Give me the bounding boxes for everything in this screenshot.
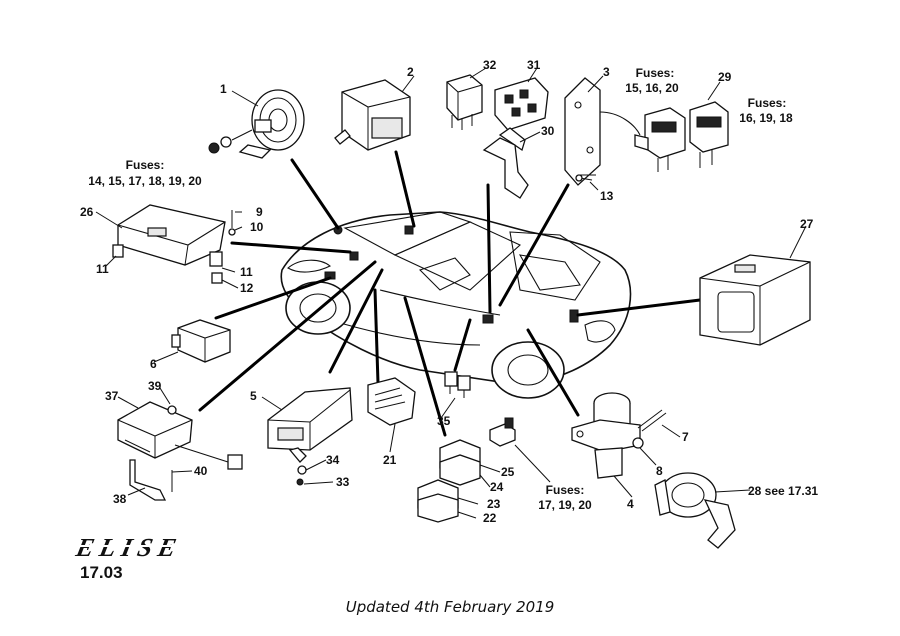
screw-13 xyxy=(575,174,593,182)
callout-35: 35 xyxy=(437,414,451,428)
callout-39: 39 xyxy=(148,379,162,393)
relay-carrier-31 xyxy=(494,77,549,152)
mounting-plate-3 xyxy=(564,77,601,186)
callout-23: 23 xyxy=(487,497,501,511)
callout-37: 37 xyxy=(105,389,119,403)
elise-logo: ELISE xyxy=(73,533,250,562)
fuse-label-d-heading: Fuses: xyxy=(546,483,585,497)
fuse-label-b-heading: Fuses: xyxy=(636,66,675,80)
fuse-label-a-values: 14, 15, 17, 18, 19, 20 xyxy=(88,174,202,188)
callout-32: 32 xyxy=(483,58,497,72)
callout-5: 5 xyxy=(250,389,257,403)
callout-30: 30 xyxy=(541,124,555,138)
connector-block-6 xyxy=(171,319,231,363)
callout-21: 21 xyxy=(383,453,397,467)
horn-part xyxy=(208,89,305,159)
callout-28: 28 see 17.31 xyxy=(748,484,818,498)
callout-7: 7 xyxy=(682,430,689,444)
callout-29: 29 xyxy=(718,70,732,84)
connector-21 xyxy=(367,377,416,426)
fuse-box-29 xyxy=(599,101,729,172)
callout-38: 38 xyxy=(113,492,127,506)
relay-35 xyxy=(444,371,471,398)
callout-13: 13 xyxy=(600,189,614,203)
callout-12: 12 xyxy=(240,281,254,295)
fuse-labels: Fuses: 14, 15, 17, 18, 19, 20 Fuses: 15,… xyxy=(88,66,793,512)
fuse-label-c-values: 16, 19, 18 xyxy=(739,111,793,125)
callout-4: 4 xyxy=(627,497,634,511)
callout-11-right: 11 xyxy=(240,265,253,279)
callout-11-left: 11 xyxy=(96,262,109,276)
control-module-2 xyxy=(334,79,411,151)
callout-34: 34 xyxy=(326,453,340,467)
fuse-label-b-values: 15, 16, 20 xyxy=(625,81,679,95)
callout-leaders xyxy=(95,67,807,519)
callout-3: 3 xyxy=(603,65,610,79)
callout-26: 26 xyxy=(80,205,94,219)
relays-22-25 xyxy=(417,417,516,523)
callout-25: 25 xyxy=(501,465,515,479)
fuse-label-a-heading: Fuses: xyxy=(126,158,165,172)
leader-lines xyxy=(198,150,702,437)
control-module-5 xyxy=(267,387,353,486)
callout-numbers: 1 2 3 4 5 6 7 8 9 10 11 11 12 13 21 22 2… xyxy=(80,58,818,525)
fuse-label-c-heading: Fuses: xyxy=(748,96,787,110)
callout-27: 27 xyxy=(800,217,814,231)
callout-1: 1 xyxy=(220,82,227,96)
page-code: 17.03 xyxy=(80,563,123,582)
fuse-label-d-values: 17, 19, 20 xyxy=(538,498,592,512)
bolt-7 xyxy=(632,409,667,449)
ignition-switch-4 xyxy=(571,392,641,479)
fuse-box-26 xyxy=(112,204,236,284)
callout-2: 2 xyxy=(407,65,414,79)
updated-note: Updated 4th February 2019 xyxy=(345,598,555,616)
control-unit-37 xyxy=(117,401,243,501)
callout-10: 10 xyxy=(250,220,264,234)
callout-22: 22 xyxy=(483,511,497,525)
callout-9: 9 xyxy=(256,205,263,219)
relay-32 xyxy=(446,74,483,130)
callout-6: 6 xyxy=(150,357,157,371)
callout-24: 24 xyxy=(490,480,504,494)
module-27 xyxy=(699,254,811,346)
callout-8: 8 xyxy=(656,464,663,478)
callout-40: 40 xyxy=(194,464,208,478)
callout-33: 33 xyxy=(336,475,350,489)
logo-text: ELISE xyxy=(73,533,185,562)
callout-31: 31 xyxy=(527,58,541,72)
bracket-30 xyxy=(482,137,529,199)
isolator-switch-28 xyxy=(654,472,736,549)
